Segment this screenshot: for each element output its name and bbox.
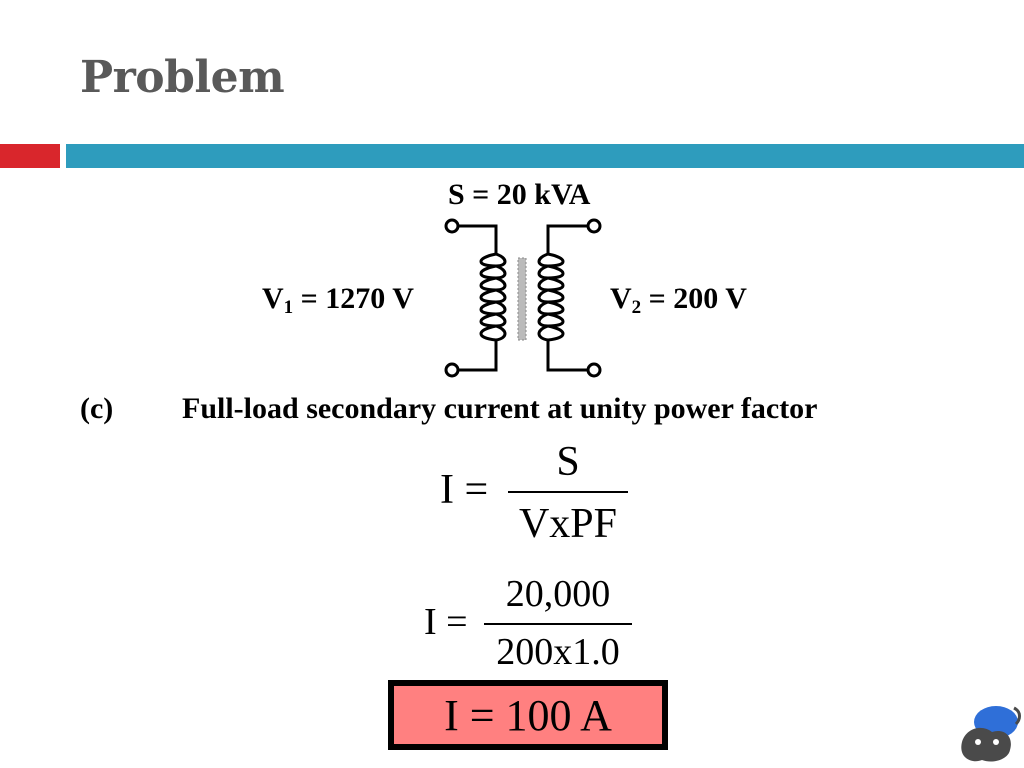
v1-subscript: 1 (283, 297, 294, 318)
power-rating-label: S = 20 kVA (448, 178, 591, 211)
accent-bar-blue (66, 144, 1024, 168)
transformer-icon (444, 218, 602, 378)
result-text: I = 100 A (444, 690, 612, 740)
formula-denominator: VxPF (518, 501, 618, 547)
substitution-lhs: I = (424, 601, 468, 643)
v2-symbol: V (610, 282, 632, 315)
mascot-logo-icon (961, 706, 1021, 762)
substitution-numerator: 20,000 (505, 573, 611, 615)
substitution-fraction-bar (484, 623, 632, 625)
primary-voltage-label: V1 = 1270 V (262, 282, 414, 319)
v2-value: = 200 V (641, 282, 747, 315)
slide-title: Problem (80, 52, 285, 103)
v1-value: = 1270 V (293, 282, 414, 315)
substitution-denominator: 200x1.0 (496, 631, 620, 673)
result-box: I = 100 A (388, 680, 668, 750)
v2-subscript: 2 (631, 297, 642, 318)
accent-bar-red (0, 144, 60, 168)
formula-fraction-bar (508, 491, 628, 493)
question-part-label: (c) (80, 392, 114, 425)
question-text: Full-load secondary current at unity pow… (182, 392, 818, 425)
formula-lhs: I = (440, 467, 489, 513)
formula-numerator: S (556, 439, 580, 485)
v1-symbol: V (262, 282, 284, 315)
secondary-voltage-label: V2 = 200 V (610, 282, 747, 319)
